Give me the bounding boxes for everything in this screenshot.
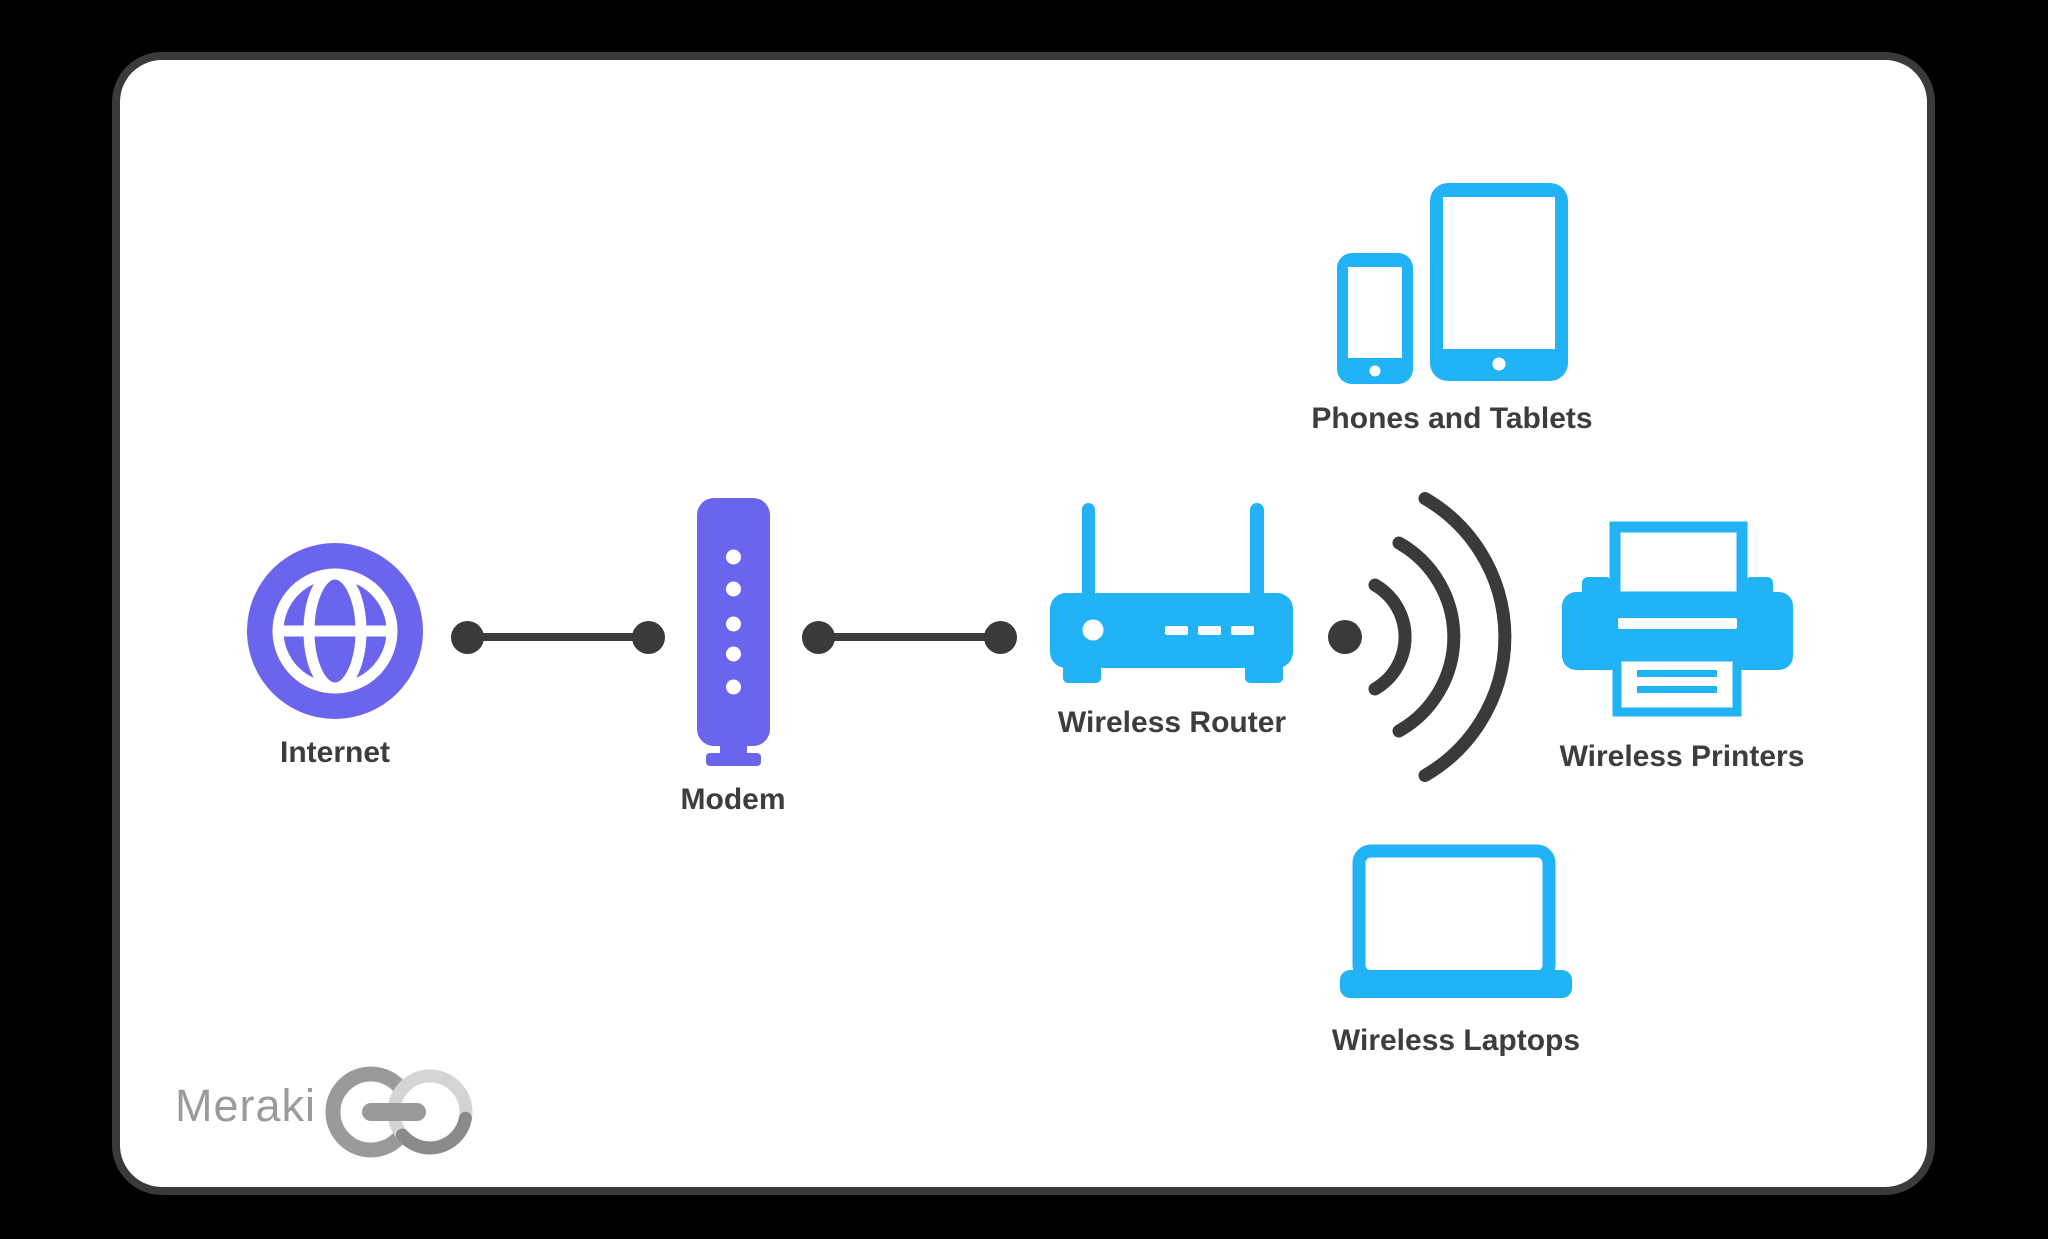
- modem-icon: [697, 498, 770, 766]
- link-endpoint-dot: [451, 621, 484, 654]
- globe-icon: [247, 543, 423, 719]
- link-endpoint-dot: [802, 621, 835, 654]
- phone-tablet-icon: [1337, 183, 1568, 384]
- meraki-logo-text: Meraki: [175, 1080, 317, 1131]
- printer-icon: [1562, 521, 1793, 717]
- wifi-signal-icon: [1328, 492, 1512, 782]
- phones-tablets-label: Phones and Tablets: [1311, 402, 1593, 435]
- wireless-router-label: Wireless Router: [1057, 706, 1287, 739]
- wireless-laptops-label: Wireless Laptops: [1331, 1024, 1581, 1057]
- laptop-icon: [1340, 844, 1572, 998]
- wired-link-modem-router: [818, 633, 1000, 641]
- link-endpoint-dot: [632, 621, 665, 654]
- wired-link-internet-modem: [467, 633, 648, 641]
- modem-label: Modem: [680, 783, 786, 816]
- internet-label: Internet: [279, 736, 391, 769]
- link-endpoint-dot: [984, 621, 1017, 654]
- router-icon: [1050, 503, 1293, 683]
- wireless-printers-label: Wireless Printers: [1559, 740, 1805, 773]
- meraki-go-logo-mark: [325, 1066, 473, 1158]
